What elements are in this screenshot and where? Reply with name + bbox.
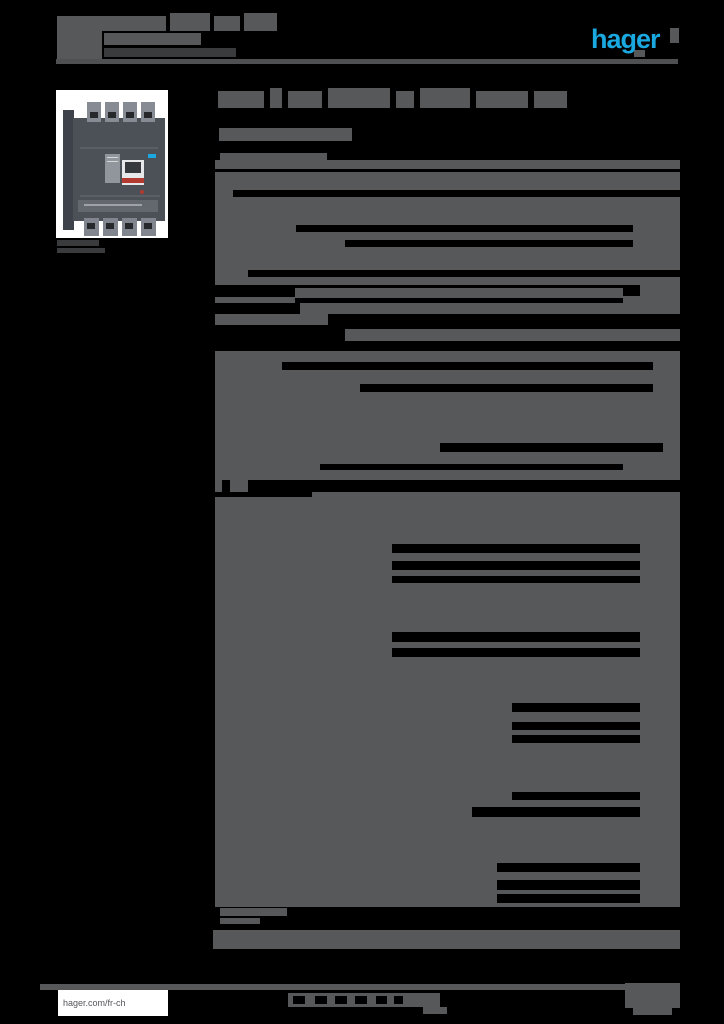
redacted-text-block <box>215 443 440 452</box>
redacted-text-block <box>320 464 623 470</box>
redacted-text-block <box>312 492 680 497</box>
redacted-text-block <box>104 33 201 45</box>
breaker-seam <box>80 147 158 149</box>
redacted-text-block <box>220 908 287 916</box>
breaker-rating-label <box>105 154 120 183</box>
redacted-text-block <box>215 297 295 303</box>
breaker-trip-button <box>140 190 144 194</box>
redacted-text-block <box>396 91 414 108</box>
redacted-text-block <box>215 314 328 325</box>
redacted-text-block <box>248 270 680 277</box>
redacted-text-block <box>335 996 347 1004</box>
redacted-text-block <box>392 632 640 642</box>
redacted-text-block <box>215 172 680 190</box>
redacted-text-block <box>295 288 623 298</box>
breaker-seam <box>80 195 160 197</box>
redacted-text-block <box>392 648 640 657</box>
redacted-text-block <box>215 160 680 169</box>
redacted-text-block <box>423 1007 447 1014</box>
product-photo <box>56 90 168 238</box>
breaker-terminal-top <box>141 102 155 122</box>
redacted-text-block <box>392 544 640 553</box>
redacted-text-block <box>328 88 390 108</box>
redacted-text-block <box>497 894 640 903</box>
redacted-text-block <box>215 480 222 492</box>
redacted-text-block <box>392 576 640 583</box>
redacted-text-block <box>300 303 680 314</box>
breaker-terminal-bottom <box>84 218 99 236</box>
redacted-text-block <box>102 16 166 31</box>
redacted-text-block <box>215 497 680 907</box>
redacted-text-block <box>40 984 627 990</box>
breaker-toggle-handle <box>125 162 141 173</box>
redacted-text-block <box>315 996 327 1004</box>
redacted-text-block <box>170 13 210 31</box>
redacted-text-block <box>214 16 240 31</box>
redacted-text-block <box>218 91 264 108</box>
redacted-text-block <box>296 225 633 232</box>
redacted-text-block <box>104 48 236 57</box>
breaker-red-stripe <box>122 178 144 183</box>
redacted-text-block <box>634 50 645 57</box>
breaker-terminal-top <box>105 102 119 122</box>
breaker-terminal-bottom <box>141 218 156 236</box>
redacted-text-block <box>282 362 653 370</box>
redacted-text-block <box>625 983 680 1008</box>
redacted-text-block <box>512 722 640 730</box>
redacted-text-block <box>512 792 640 800</box>
redacted-text-block <box>420 88 470 108</box>
breaker-side-face <box>63 110 74 230</box>
redacted-text-block <box>293 996 305 1004</box>
redacted-text-block <box>345 240 633 247</box>
redacted-text-block <box>472 807 640 817</box>
redacted-text-block <box>512 735 640 743</box>
breaker-terminal-bottom <box>103 218 118 236</box>
redacted-text-block <box>57 16 102 62</box>
redacted-text-block <box>512 703 640 712</box>
redacted-text-block <box>230 480 248 492</box>
footer-url[interactable]: hager.com/fr-ch <box>58 990 168 1016</box>
redacted-text-block <box>57 240 99 246</box>
redacted-text-block <box>213 930 680 949</box>
breaker-rating-plate <box>78 200 158 212</box>
redacted-text-block <box>376 996 387 1004</box>
redacted-text-block <box>497 863 640 872</box>
hager-logo: hager <box>591 24 661 54</box>
breaker-terminal-top <box>87 102 101 122</box>
breaker-terminal-bottom <box>122 218 137 236</box>
redacted-text-block <box>215 351 680 362</box>
redacted-text-block <box>215 190 233 197</box>
redacted-text-block <box>215 362 680 443</box>
redacted-text-block <box>360 384 653 392</box>
h3plus-logo <box>148 154 156 158</box>
redacted-text-block <box>394 996 403 1004</box>
redacted-text-block <box>497 880 640 890</box>
redacted-text-block <box>670 28 679 43</box>
redacted-text-block <box>392 561 640 570</box>
redacted-text-block <box>345 329 680 341</box>
redacted-text-block <box>57 248 105 253</box>
redacted-text-block <box>220 153 327 160</box>
redacted-text-block <box>244 13 277 31</box>
redacted-text-block <box>476 91 528 108</box>
redacted-text-block <box>270 88 282 108</box>
redacted-text-block <box>288 91 322 108</box>
redacted-text-block <box>220 918 260 924</box>
redacted-text-block <box>219 128 352 141</box>
redacted-text-block <box>355 996 367 1004</box>
redacted-text-block <box>534 91 567 108</box>
redacted-text-block <box>56 59 678 64</box>
breaker-terminal-top <box>123 102 137 122</box>
redacted-text-block <box>640 285 680 298</box>
redacted-text-block <box>633 1008 672 1015</box>
redacted-text-block <box>663 443 680 452</box>
